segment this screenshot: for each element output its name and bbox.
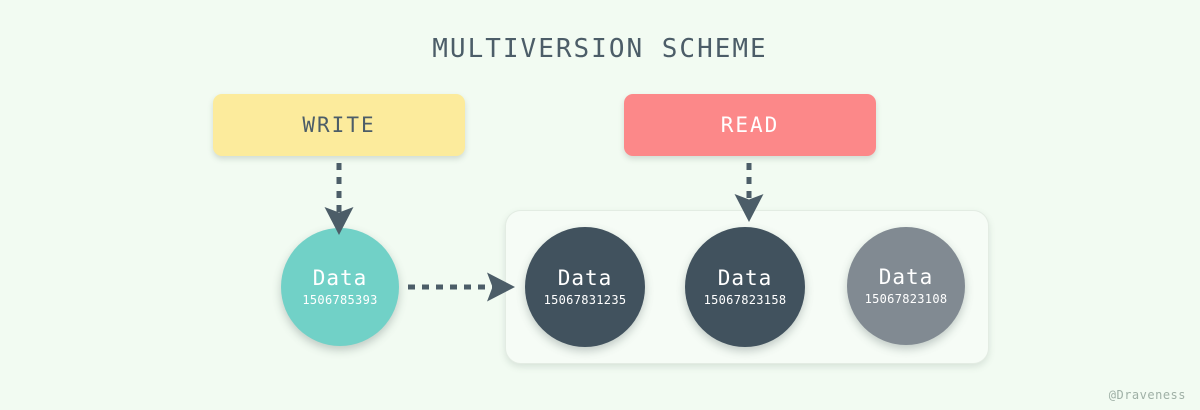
pending-write-node-version: 1506785393 [302, 293, 378, 308]
page-title: MULTIVERSION SCHEME [432, 34, 768, 64]
version-node-1-label: Data [557, 265, 613, 290]
read-operation-label: READ [720, 113, 780, 137]
version-node-1-version: 15067831235 [543, 293, 627, 308]
version-data-node-1[interactable]: Data 15067831235 [525, 227, 645, 347]
write-operation-label: WRITE [302, 113, 376, 137]
version-node-3-label: Data [878, 264, 934, 289]
version-node-2-version: 15067823158 [703, 293, 787, 308]
watermark: @Draveness [1108, 388, 1186, 402]
version-node-3-version: 15067823108 [864, 292, 948, 307]
pending-write-data-node[interactable]: Data 1506785393 [281, 228, 399, 346]
pending-write-node-label: Data [312, 265, 368, 290]
version-node-2-label: Data [717, 265, 773, 290]
write-operation-box[interactable]: WRITE [213, 94, 465, 156]
read-operation-box[interactable]: READ [624, 94, 876, 156]
version-data-node-3[interactable]: Data 15067823108 [847, 227, 965, 345]
version-data-node-2[interactable]: Data 15067823158 [685, 227, 805, 347]
